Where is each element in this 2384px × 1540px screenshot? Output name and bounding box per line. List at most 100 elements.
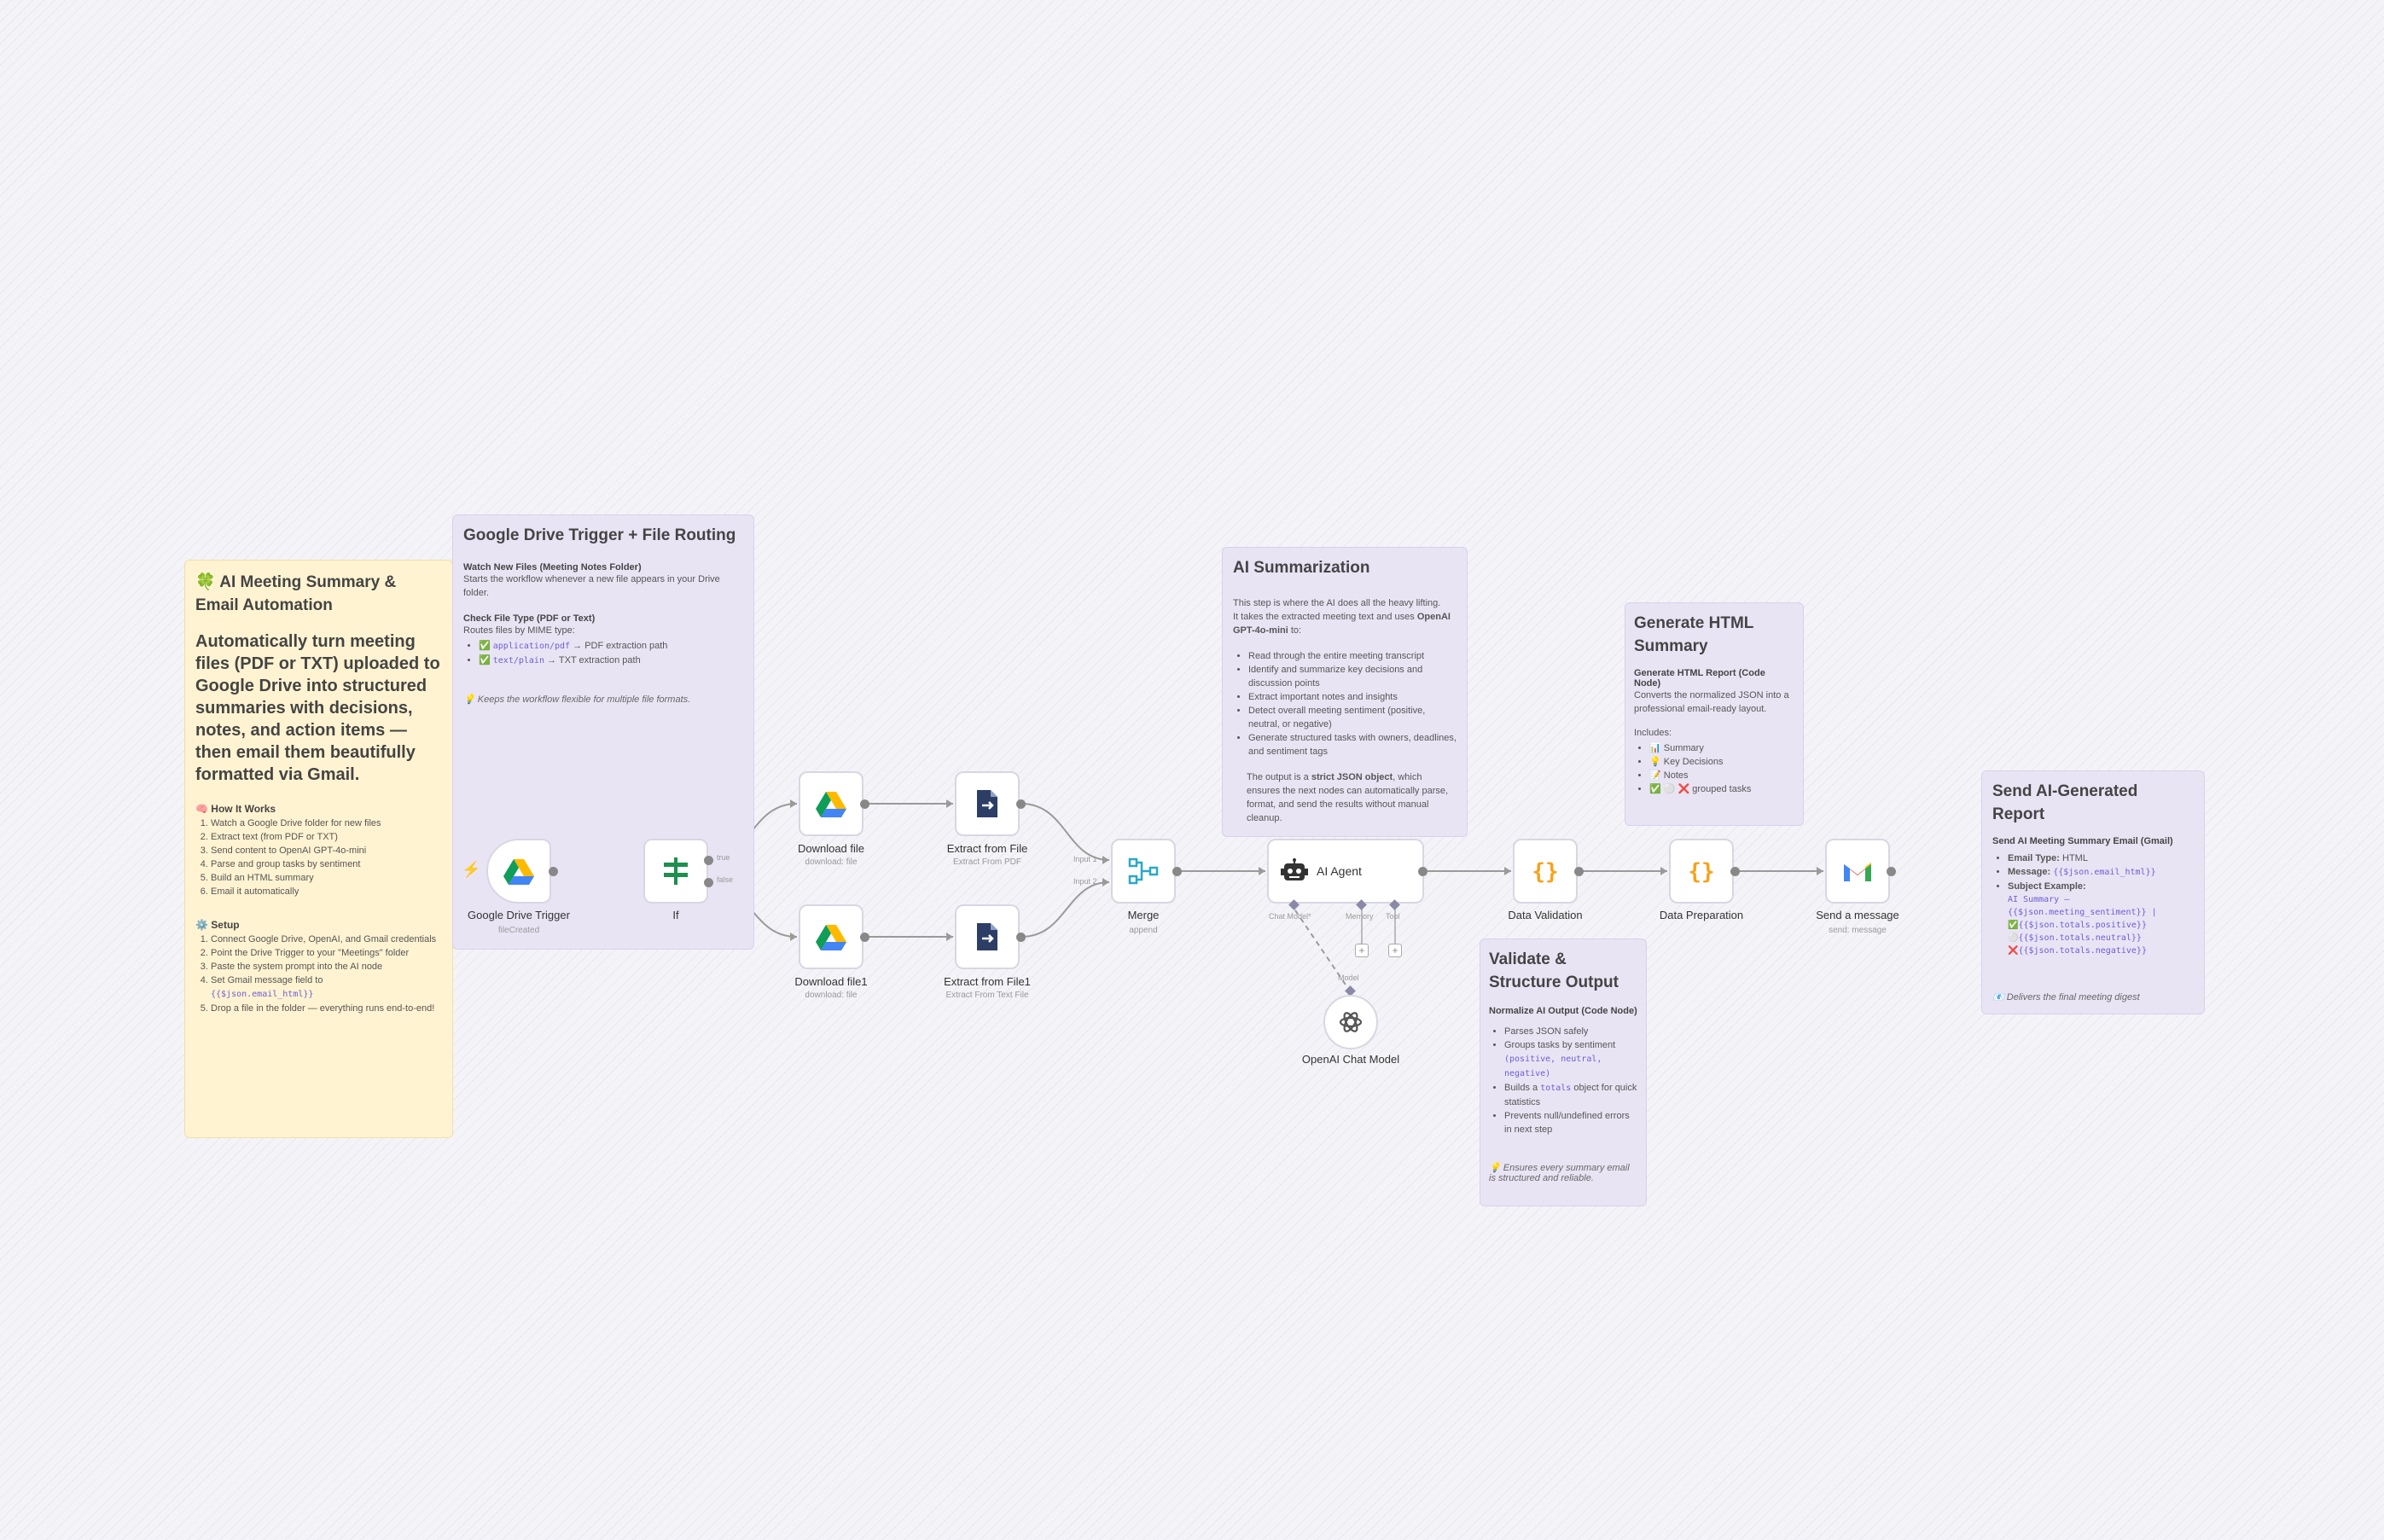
output-port[interactable]	[1418, 867, 1427, 876]
list-item: Parse and group tasks by sentiment	[211, 857, 442, 871]
totals-code: totals	[1540, 1084, 1572, 1093]
svg-text:{}: {}	[1532, 859, 1558, 885]
routing-hint: 💡 Keeps the workflow flexible for multip…	[463, 694, 691, 705]
validate-list: Parses JSON safely Groups tasks by senti…	[1489, 1025, 1637, 1136]
if-false-label: false	[717, 875, 734, 884]
memory-label: Memory	[1346, 912, 1374, 921]
extract-file-icon	[977, 923, 997, 950]
list-item: Generate structured tasks with owners, d…	[1248, 731, 1457, 758]
output-port[interactable]	[860, 933, 869, 942]
totals-text: object for quick statistics	[1504, 1083, 1637, 1107]
routing-title: Google Drive Trigger + File Routing	[463, 526, 736, 544]
data-validation-node[interactable]: {}	[1513, 839, 1578, 904]
download-file1-node[interactable]	[799, 904, 863, 969]
output-port[interactable]	[1730, 867, 1740, 876]
node-label: OpenAI Chat Model	[1301, 1053, 1400, 1066]
if-node[interactable]	[643, 839, 708, 904]
send-hint: 📧 Delivers the final meeting digest	[1992, 992, 2140, 1002]
list-item: Parses JSON safely	[1504, 1025, 1637, 1038]
html-includes: Includes:	[1634, 728, 1672, 738]
merge-input2-label: Input 2	[1073, 877, 1097, 886]
mime-type-list: ✅ application/pdf → PDF extraction path …	[463, 639, 743, 668]
ai-task-list: Read through the entire meeting transcri…	[1233, 649, 1457, 758]
chat-model-label: Chat Model*	[1269, 912, 1311, 921]
extract-from-file-node[interactable]	[955, 771, 1020, 836]
validate-hint: 💡 Ensures every summary email is structu…	[1489, 1163, 1630, 1183]
list-item: Send content to OpenAI GPT-4o-mini	[211, 844, 442, 857]
list-item: Identify and summarize key decisions and…	[1248, 663, 1457, 690]
sticky-note-send: Send AI-Generated Report Send AI Meeting…	[1981, 770, 2205, 1014]
list-item: Drop a file in the folder — everything r…	[211, 1002, 442, 1015]
list-item: 📝 Notes	[1649, 769, 1794, 782]
node-label: Download file1	[794, 975, 868, 988]
code-braces-icon: {}	[1688, 859, 1714, 885]
ai-p2a: It takes the extracted meeting text and …	[1233, 612, 1415, 622]
ai-agent-label: AI Agent	[1317, 864, 1362, 878]
node-subtitle: download: file	[805, 991, 858, 1000]
download-file-node[interactable]	[799, 771, 863, 836]
node-label: Data Preparation	[1659, 909, 1744, 921]
list-item: Prevents null/undefined errors in next s…	[1504, 1109, 1637, 1136]
subject-label: Subject Example:	[2008, 881, 2086, 892]
node-subtitle: send: message	[1829, 926, 1887, 935]
sticky-note-validate: Validate & Structure Output Normalize AI…	[1480, 939, 1647, 1206]
gmail-icon	[1844, 863, 1871, 881]
if-false-port[interactable]	[704, 878, 713, 887]
robot-icon	[1281, 858, 1308, 880]
extract-from-file1-node[interactable]	[955, 904, 1020, 969]
sticky-note-ai: AI Summarization This step is where the …	[1222, 547, 1468, 837]
openai-icon	[1339, 1012, 1363, 1032]
html-include-list: 📊 Summary 💡 Key Decisions 📝 Notes ✅ ⚪ ❌ …	[1634, 741, 1794, 796]
setup-code: {{$json.email_html}}	[211, 990, 314, 999]
google-drive-icon	[816, 792, 846, 817]
list-item: Groups tasks by sentiment (positive, neu…	[1504, 1038, 1637, 1081]
data-preparation-node[interactable]: {}	[1669, 839, 1734, 904]
list-item: ✅ ⚪ ❌ grouped tasks	[1649, 782, 1794, 796]
list-item: Watch a Google Drive folder for new file…	[211, 816, 442, 830]
merge-node[interactable]	[1111, 839, 1176, 904]
add-memory-button[interactable]: +	[1355, 944, 1369, 957]
ai-agent-node[interactable]: AI Agent	[1267, 839, 1424, 904]
output-port[interactable]	[1172, 867, 1182, 876]
list-item: Read through the entire meeting transcri…	[1248, 649, 1457, 663]
if-true-port[interactable]	[704, 856, 713, 865]
output-port[interactable]	[1574, 867, 1584, 876]
code-braces-icon: {}	[1532, 859, 1558, 885]
openai-chat-model-node[interactable]	[1323, 995, 1378, 1049]
output-port[interactable]	[860, 799, 869, 809]
node-label: Extract from File	[946, 842, 1028, 855]
google-drive-trigger-node[interactable]	[486, 839, 551, 904]
send-list: Email Type: HTML Message: {{$json.email_…	[1992, 851, 2194, 893]
if-true-label: true	[717, 853, 730, 862]
add-tool-button[interactable]: +	[1388, 944, 1402, 957]
ai-p3a: The output is a	[1247, 772, 1309, 782]
subject-line: ❌{{$json.totals.negative}}	[2008, 946, 2147, 956]
message-code: {{$json.email_html}}	[2053, 868, 2156, 877]
output-port[interactable]	[1016, 799, 1026, 809]
list-item: Paste the system prompt into the AI node	[211, 960, 442, 973]
how-it-works-list: Watch a Google Drive folder for new file…	[195, 816, 442, 898]
ai-p3: The output is a strict JSON object, whic…	[1233, 770, 1457, 825]
trigger-output-port[interactable]	[549, 867, 558, 876]
validate-item-text: Builds a	[1504, 1083, 1538, 1093]
if-branch-icon	[664, 857, 688, 885]
output-port[interactable]	[1887, 867, 1896, 876]
merge-icon	[1128, 857, 1159, 885]
node-subtitle: download: file	[805, 857, 858, 867]
output-port[interactable]	[1016, 933, 1026, 942]
html-title: Generate HTML Summary	[1634, 614, 1754, 655]
google-drive-icon	[816, 925, 846, 950]
merge-input1-label: Input 1	[1073, 855, 1097, 863]
node-label: Data Validation	[1508, 909, 1583, 921]
watch-text: Starts the workflow whenever a new file …	[463, 574, 720, 598]
list-item: Extract text (from PDF or TXT)	[211, 830, 442, 844]
ai-model-name: OpenAI GPT-4o-mini	[1233, 612, 1451, 636]
edge-openai-agent	[1293, 907, 1352, 993]
gmail-send-node[interactable]	[1825, 839, 1890, 904]
edge-extract1-merge	[1020, 803, 1110, 861]
list-item: Message: {{$json.email_html}}	[2008, 865, 2194, 880]
email-type-label: Email Type:	[2008, 853, 2060, 863]
validate-item-text: Groups tasks by sentiment	[1504, 1040, 1616, 1050]
tool-label: Tool	[1386, 912, 1400, 921]
list-item: Builds a totals object for quick statist…	[1504, 1081, 1637, 1109]
